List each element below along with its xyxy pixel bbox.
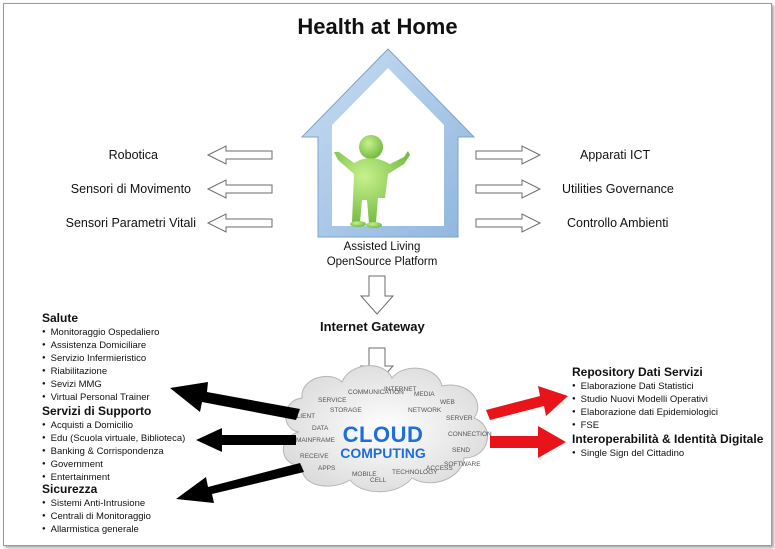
arrow-right-apparati-icon: [475, 145, 542, 165]
section-repository: Repository Dati Servizi Elaborazione Dat…: [572, 365, 718, 432]
section-interoperabilita: Interoperabilità & Identità Digitale Sin…: [572, 432, 763, 460]
list-item: Riabilitazione: [42, 365, 159, 378]
section-salute: Salute Monitoraggio Ospedaliero Assisten…: [42, 311, 159, 404]
diagram-frame: [3, 3, 772, 546]
section-title: Sicurezza: [42, 482, 98, 496]
internet-gateway-label: Internet Gateway: [320, 319, 425, 334]
list-item: Centrali di Monitoraggio: [42, 510, 151, 523]
list-item: Entertainment: [42, 471, 185, 484]
section-title: Servizi di Supporto: [42, 404, 152, 418]
list-item: Elaborazione Dati Statistici: [572, 380, 718, 393]
cloud-word: DATA: [312, 425, 329, 432]
cloud-word: WEB: [440, 399, 455, 406]
cloud-word: MOBILE: [352, 471, 377, 478]
cloud-word: SEND: [452, 447, 470, 454]
arrow-down-gateway-icon: [359, 275, 395, 315]
diagram-title: Health at Home: [297, 14, 458, 39]
house-icon: [300, 48, 476, 238]
list-item: Sevizi MMG: [42, 378, 159, 391]
cloud-word: SOFTWARE: [444, 461, 481, 468]
cloud-word: SERVICE: [318, 397, 347, 404]
list-item: FSE: [572, 419, 718, 432]
cloud-word: STORAGE: [330, 407, 362, 414]
cloud-word: MEDIA: [414, 391, 435, 398]
cloud-word: CLIENT: [292, 413, 315, 420]
cloud-title-line2: COMPUTING: [340, 445, 426, 461]
list-item: Allarmistica generale: [42, 523, 151, 536]
list-item: Servizio Infermieristico: [42, 352, 159, 365]
arrow-black-supporto-icon: [196, 428, 296, 452]
platform-caption-line2: OpenSource Platform: [326, 256, 438, 268]
cloud-word: RECEIVE: [300, 453, 329, 460]
label-utilities-governance: Utilities Governance: [562, 182, 674, 196]
arrow-red-repository-icon: [486, 386, 568, 420]
arrow-left-sensori-movimento-icon: [206, 179, 273, 199]
platform-caption: Assisted Living OpenSource Platform: [282, 240, 482, 270]
label-robotica: Robotica: [108, 148, 158, 162]
label-sensori-movimento: Sensori di Movimento: [70, 182, 191, 196]
list-item: Acquisti a Domicilio: [42, 419, 185, 432]
arrow-black-sicurezza-icon: [176, 463, 304, 503]
cloud-word: APPS: [318, 465, 336, 472]
person-figure-icon: [334, 135, 410, 228]
list-item: Assistenza Domiciliare: [42, 339, 159, 352]
cloud-icon: [282, 365, 488, 493]
list-item: Studio Nuovi Modelli Operativi: [572, 393, 718, 406]
cloud-word: CONNECTION: [448, 431, 492, 438]
section-title: Salute: [42, 311, 79, 325]
cloud-title-line1: CLOUD: [342, 422, 424, 447]
cloud-word: ACCESS: [426, 465, 453, 472]
list-item: Virtual Personal Trainer: [42, 391, 159, 404]
list-item: Sistemi Anti-Intrusione: [42, 497, 151, 510]
list-item: Elaborazione dati Epidemiologici: [572, 406, 718, 419]
cloud-word: MAINFRAME: [296, 437, 336, 444]
cloud-word: SERVER: [446, 415, 473, 422]
arrow-red-interoperabilita-icon: [490, 426, 566, 458]
arrow-right-controllo-icon: [475, 213, 542, 233]
section-title: Repository Dati Servizi: [572, 365, 703, 379]
arrow-left-sensori-parametri-icon: [206, 213, 273, 233]
list-item: Banking & Corrispondenza: [42, 445, 185, 458]
cloud-word: INTERNET: [384, 386, 417, 393]
section-sicurezza: Sicurezza Sistemi Anti-Intrusione Centra…: [42, 482, 151, 536]
label-sensori-parametri: Sensori Parametri Vitali: [65, 216, 196, 230]
arrow-black-salute-icon: [170, 382, 300, 420]
platform-caption-line1: Assisted Living: [343, 241, 421, 253]
list-item: Edu (Scuola virtuale, Biblioteca): [42, 432, 186, 445]
label-apparati-ict: Apparati ICT: [580, 148, 651, 162]
cloud-word: CELL: [370, 477, 387, 484]
cloud-word: NETWORK: [408, 407, 442, 414]
arrow-right-utilities-icon: [475, 179, 542, 199]
section-servizi-supporto: Servizi di Supporto Acquisti a Domicilio…: [42, 404, 185, 484]
label-controllo-ambienti: Controllo Ambienti: [567, 216, 669, 230]
list-item: Government: [42, 458, 185, 471]
cloud-word: TECHNOLOGY: [392, 469, 438, 476]
list-item: Single Sign del Cittadino: [572, 447, 763, 460]
arrow-left-robotica-icon: [206, 145, 273, 165]
cloud-word: COMMUNICATION: [348, 389, 404, 396]
list-item: Monitoraggio Ospedaliero: [42, 326, 160, 339]
section-title: Interoperabilità & Identità Digitale: [572, 432, 764, 446]
